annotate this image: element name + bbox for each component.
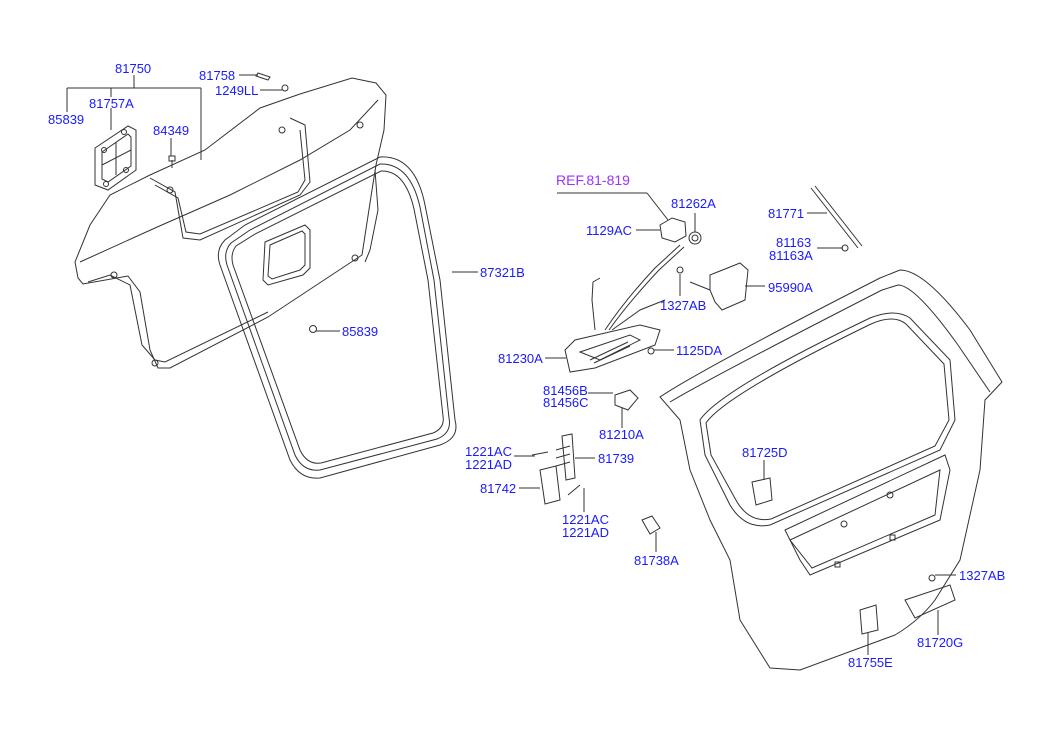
part-label-1221ad-upper[interactable]: 1221AD: [465, 457, 512, 472]
reference-link-81-819[interactable]: REF.81-819: [556, 172, 630, 188]
part-label-1327ab-bottom[interactable]: 1327AB: [959, 568, 1006, 583]
striker-buffers-drawing: [531, 389, 661, 535]
leader-lines: [66, 74, 956, 655]
part-label-1129ac[interactable]: 1129AC: [586, 223, 633, 238]
latch-assembly-drawing: [564, 185, 863, 373]
part-label-81230a[interactable]: 81230A: [498, 351, 543, 366]
part-label-81757a[interactable]: 81757A: [89, 96, 134, 111]
part-label-81755e[interactable]: 81755E: [848, 655, 893, 670]
part-label-81758[interactable]: 81758: [199, 68, 236, 83]
fasteners-left: [168, 72, 317, 333]
part-label-81210a[interactable]: 81210A: [599, 427, 644, 442]
part-label-81725d[interactable]: 81725D: [742, 445, 788, 460]
part-label-1249ll[interactable]: 1249LL: [215, 83, 259, 98]
part-label-1221ad-lower[interactable]: 1221AD: [562, 525, 609, 540]
part-label-81738a[interactable]: 81738A: [634, 553, 679, 568]
tailgate-drawing: [659, 269, 1003, 671]
part-label-1327ab-top[interactable]: 1327AB: [660, 298, 707, 313]
part-label-85839-top[interactable]: 85839: [48, 112, 85, 127]
part-label-81742[interactable]: 81742: [480, 481, 517, 496]
part-label-95990a[interactable]: 95990A: [768, 280, 813, 295]
part-label-81456b[interactable]: 81456B: [543, 383, 588, 398]
vent-grille-drawing: [94, 125, 137, 191]
weatherstrip-drawing: [217, 156, 457, 479]
part-label-1221ac-lower[interactable]: 1221AC: [562, 512, 609, 527]
part-label-81456c[interactable]: 81456C: [543, 395, 589, 410]
part-label-81739[interactable]: 81739: [598, 451, 635, 466]
part-label-81262a[interactable]: 81262A: [671, 196, 716, 211]
part-label-1221ac-upper[interactable]: 1221AC: [465, 444, 512, 459]
part-label-81163a[interactable]: 81163A: [769, 248, 813, 263]
part-label-81163[interactable]: 81163: [776, 235, 812, 250]
part-label-81771[interactable]: 81771: [768, 206, 805, 221]
part-label-1125da[interactable]: 1125DA: [676, 343, 723, 358]
part-label-81720g[interactable]: 81720G: [917, 635, 964, 650]
part-label-85839-center[interactable]: 85839: [342, 324, 379, 339]
part-label-84349[interactable]: 84349: [153, 123, 190, 138]
part-label-87321b[interactable]: 87321B: [480, 265, 525, 280]
part-label-81750[interactable]: 81750: [115, 61, 152, 76]
trim-panel-drawing: [74, 77, 387, 369]
